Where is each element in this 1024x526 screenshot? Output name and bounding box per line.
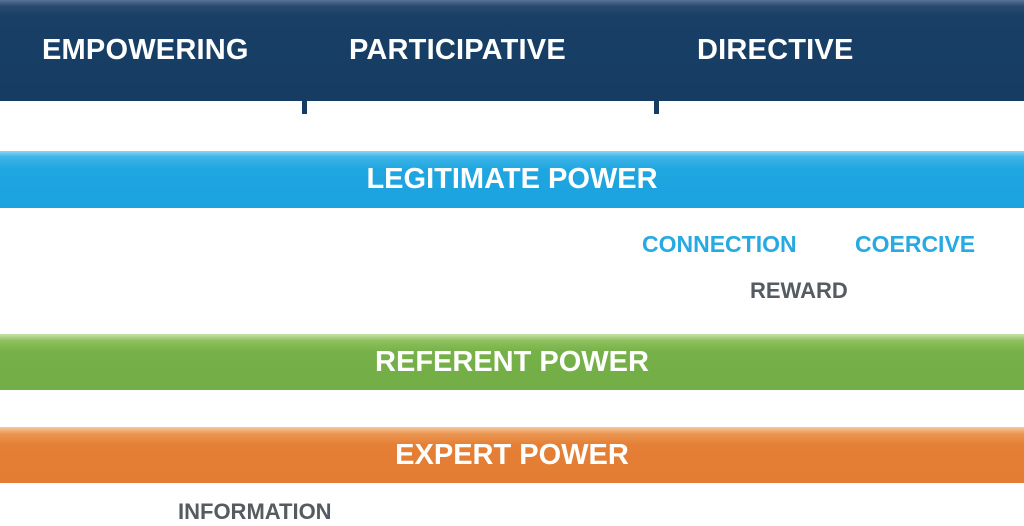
leadership-style-header: EMPOWERING PARTICIPATIVE DIRECTIVE: [0, 0, 1024, 101]
legitimate-power-band: LEGITIMATE POWER: [0, 151, 1024, 208]
referent-power-band: REFERENT POWER: [0, 334, 1024, 390]
divider-tick-1: [302, 96, 307, 114]
information-label: INFORMATION: [178, 499, 332, 524]
style-empowering: EMPOWERING: [42, 34, 249, 66]
coercive-label: COERCIVE: [855, 231, 976, 257]
reward-label: REWARD: [750, 278, 848, 303]
expert-power-band: EXPERT POWER: [0, 427, 1024, 483]
style-directive: DIRECTIVE: [697, 34, 854, 66]
style-participative: PARTICIPATIVE: [349, 34, 566, 66]
referent-power-label: REFERENT POWER: [375, 345, 649, 378]
connection-label: CONNECTION: [642, 231, 797, 257]
expert-power-label: EXPERT POWER: [395, 438, 629, 471]
divider-tick-2: [654, 96, 659, 114]
legitimate-power-label: LEGITIMATE POWER: [366, 163, 658, 195]
